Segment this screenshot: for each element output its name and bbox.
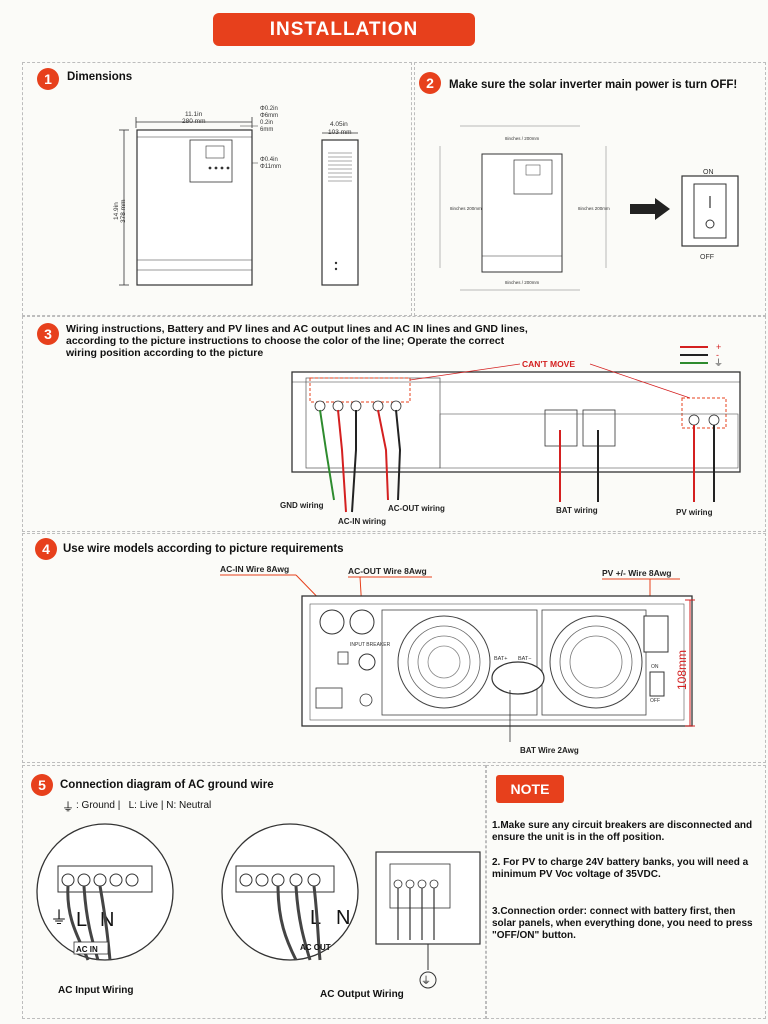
section-5-panel [22,765,486,1019]
svg-text:⏚: ⏚ [421,975,431,987]
svg-text:+: + [716,342,721,352]
note-2: 2. For PV to charge 24V battery banks, y… [492,857,749,880]
section-2-number: 2 [419,72,441,94]
note-panel [486,765,766,1019]
svg-text:GND wiring: GND wiring [280,501,324,510]
svg-text:OFF: OFF [700,254,714,261]
wiring-drawing: + - ⏚ CAN'T MOVE GND wiring AC-IN wiring… [280,342,741,526]
svg-text:⏚: ⏚ [714,358,723,368]
section-4-panel [22,533,766,763]
svg-text:OFF: OFF [650,698,660,704]
svg-text:BAT wiring: BAT wiring [556,506,598,515]
section-5-number: 5 [31,774,53,796]
section-3-title-line2: according to the picture instructions to… [66,335,505,347]
ac-input-caption: AC Input Wiring [58,985,134,996]
svg-text:6mm: 6mm [260,127,273,133]
svg-text:0.2in: 0.2in [260,120,273,126]
note-3: 3.Connection order: connect with battery… [492,906,753,941]
section-2-panel [414,62,766,316]
width-mm: 280 mm [182,118,205,125]
svg-text:Φ0.2in: Φ0.2in [260,106,278,112]
svg-text:108mm: 108mm [675,650,689,690]
section-2-title: Make sure the solar inverter main power … [449,79,738,91]
svg-text:AC-IN wiring: AC-IN wiring [338,517,386,526]
section-3-title-line3: wiring position according to the picture [66,347,264,359]
svg-text:AC OUT: AC OUT [300,943,331,952]
section-1-title: Dimensions [67,71,133,83]
section-3-title-line1: Wiring instructions, Battery and PV line… [66,323,528,335]
svg-text:PV wiring: PV wiring [676,508,713,517]
section-5-title: Connection diagram of AC ground wire [60,779,274,791]
note-1: 1.Make sure any circuit breakers are dis… [492,820,753,843]
svg-text:AC IN: AC IN [76,945,98,954]
svg-text:BAT Wire 2Awg: BAT Wire 2Awg [520,746,579,755]
svg-text:⏚: ⏚ [50,908,68,928]
svg-text:AC-IN Wire 8Awg: AC-IN Wire 8Awg [220,564,289,574]
svg-text:8inches / 200mm: 8inches / 200mm [505,280,540,285]
ac-ground-drawing: ⏚ L N AC IN L N AC OUT ⏚ [36,823,481,989]
dimensions-drawing: 11.1in 280 mm Φ0.2in Φ6mm 0.2in 6mm Φ0.4… [113,106,359,286]
svg-text:ON: ON [651,664,659,670]
width-in: 11.1in [185,111,203,118]
ground-symbol-icon: ⏚ [62,800,75,814]
svg-text:14.9in: 14.9in [113,202,120,220]
svg-text:8inches 200mm: 8inches 200mm [450,206,482,211]
svg-text:4.05in: 4.05in [330,121,348,128]
svg-text:Φ11mm: Φ11mm [260,164,281,170]
section-4-number: 4 [35,538,57,560]
svg-text:ON: ON [703,169,714,176]
section-3-number: 3 [37,323,59,345]
svg-text:CAN'T MOVE: CAN'T MOVE [522,359,575,369]
svg-text:INPUT BREAKER: INPUT BREAKER [350,642,391,648]
svg-text:8inches / 200mm: 8inches / 200mm [505,136,540,141]
note-badge: NOTE [496,775,564,803]
svg-text:BAT+: BAT+ [494,656,508,662]
svg-text:103 mm: 103 mm [328,129,351,136]
svg-text:N: N [336,907,350,929]
section-4-title: Use wire models according to picture req… [63,543,344,555]
svg-text:PV +/- Wire 8Awg: PV +/- Wire 8Awg [602,568,671,578]
svg-text:AC-OUT Wire 8Awg: AC-OUT Wire 8Awg [348,566,427,576]
svg-text:BAT−: BAT− [518,656,532,662]
svg-text:Φ0.4in: Φ0.4in [260,157,278,163]
section-1-panel [22,62,412,316]
svg-text:-: - [716,350,719,360]
svg-text:8inches 200mm: 8inches 200mm [578,206,610,211]
svg-text:378 mm: 378 mm [120,200,127,223]
wire-models-drawing: AC-IN Wire 8Awg AC-OUT Wire 8Awg PV +/- … [220,564,695,755]
page-title: INSTALLATION [213,13,475,46]
ac-output-caption: AC Output Wiring [320,989,404,1000]
clearance-drawing: 8inches / 200mm 8inches / 200mm 8inches … [439,125,739,291]
section-3-panel [22,316,766,532]
svg-text:Φ6mm: Φ6mm [260,113,278,119]
wire-legend: : Ground | L: Live | N: Neutral [76,800,212,811]
svg-text:L: L [76,909,87,931]
section-1-number: 1 [37,68,59,90]
svg-text:AC-OUT wiring: AC-OUT wiring [388,504,445,513]
